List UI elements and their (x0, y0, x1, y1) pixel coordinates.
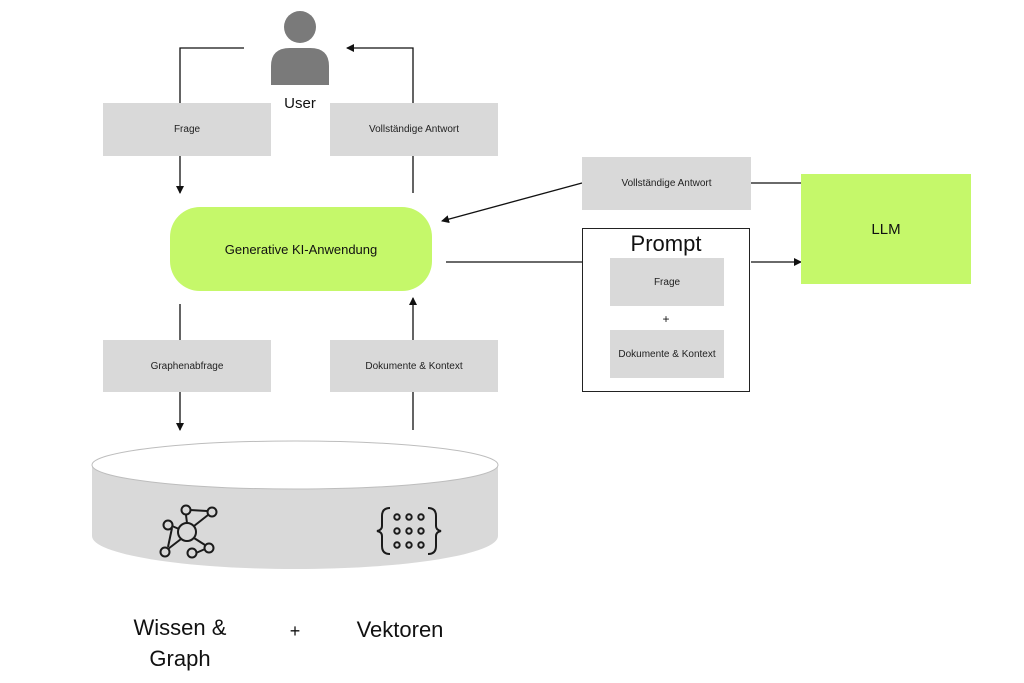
vektoren-label: Vektoren (356, 617, 444, 642)
vollstaendige-antwort-box-left: Vollständige Antwort (330, 103, 498, 156)
vector-grid-icon (376, 507, 442, 555)
vollstaendige-antwort-box-right: Vollständige Antwort (582, 157, 751, 210)
wissen-label-line1: Wissen & (133, 615, 227, 640)
prompt-title: Prompt (630, 231, 702, 256)
user-icon (271, 11, 329, 85)
llm-node: LLM (801, 174, 971, 284)
store-plus: + (289, 621, 301, 641)
prompt-dokumente-kontext-box: Dokumente & Kontext (610, 330, 724, 378)
knowledge-store-cylinder (91, 440, 499, 569)
wissen-label-line2: Graph (149, 646, 211, 671)
graph-network-icon (159, 504, 218, 559)
wissen-graph-label: Wissen & Graph (120, 612, 240, 674)
frage-box: Frage (103, 103, 271, 156)
user-label: User (284, 95, 316, 112)
generative-ki-anwendung-node: Generative KI-Anwendung (170, 207, 432, 291)
dokumente-kontext-box: Dokumente & Kontext (330, 340, 498, 392)
graphenabfrage-box: Graphenabfrage (103, 340, 271, 392)
prompt-container: Prompt Frage + Dokumente & Kontext (582, 228, 750, 392)
prompt-plus: + (662, 312, 670, 326)
prompt-frage-box: Frage (610, 258, 724, 306)
